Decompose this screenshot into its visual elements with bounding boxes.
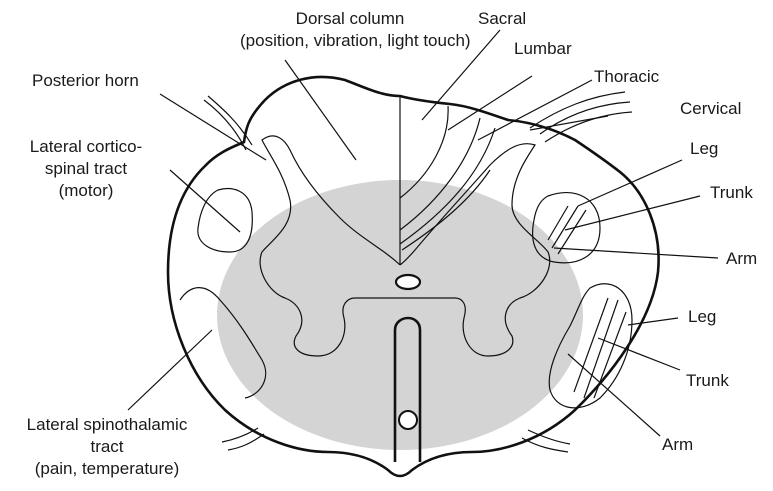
label-trunk-lower: Trunk <box>686 370 729 392</box>
posterior-root-right-3 <box>545 112 632 142</box>
label-leg-lower: Leg <box>688 306 716 328</box>
label-lateral-spinothalamic-2: tract <box>0 436 214 458</box>
label-dorsal-column-desc: (position, vibration, light touch) <box>240 30 460 52</box>
label-lumbar: Lumbar <box>514 38 572 60</box>
label-posterior-horn: Posterior horn <box>32 70 139 92</box>
label-lateral-spinothalamic: Lateral spinothalamic <box>0 414 214 436</box>
label-arm-upper: Arm <box>726 248 757 270</box>
leader-leg-upper <box>578 160 682 206</box>
leader-dorsal-column <box>285 60 356 160</box>
leader-posterior-horn <box>160 94 266 160</box>
anterior-root-left-2 <box>228 434 264 450</box>
leader-leg-lower <box>628 318 678 325</box>
label-sacral: Sacral <box>478 8 526 30</box>
leader-lateral-spinothalamic <box>128 330 212 410</box>
label-dorsal-column: Dorsal column <box>200 8 500 30</box>
fissure-end-circle <box>399 411 417 429</box>
label-leg-upper: Leg <box>690 138 718 160</box>
leader-trunk-upper <box>565 196 700 230</box>
label-arm-lower: Arm <box>662 434 693 456</box>
central-canal <box>396 275 420 289</box>
label-lateral-corticospinal-3: (motor) <box>6 180 166 202</box>
label-thoracic: Thoracic <box>594 66 659 88</box>
posterior-root-right <box>530 92 625 128</box>
label-trunk-upper: Trunk <box>710 182 753 204</box>
label-cervical: Cervical <box>680 98 741 120</box>
label-lateral-corticospinal: Lateral cortico- <box>6 136 166 158</box>
right-ct-hatch-1 <box>548 206 568 240</box>
lateral-corticospinal-tract <box>198 189 252 252</box>
label-lateral-spinothalamic-3: (pain, temperature) <box>0 458 214 480</box>
leader-thoracic <box>478 80 592 140</box>
leader-arm-upper <box>554 248 718 258</box>
label-lateral-corticospinal-2: spinal tract <box>6 158 166 180</box>
